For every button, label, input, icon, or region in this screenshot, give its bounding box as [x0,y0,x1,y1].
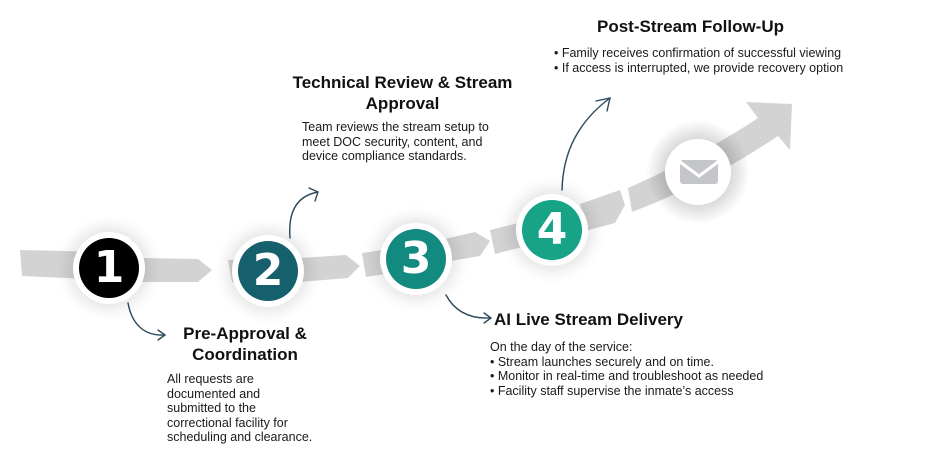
connector-3-arrow [445,294,491,319]
step-2-number: 2 [238,241,298,301]
connector-1-arrow [127,302,165,336]
step-3-title-line: AI Live Stream Delivery [494,310,683,329]
step-2-badge: 2 [232,235,304,307]
step-3-text-line: • Stream launches securely and on time. [490,354,714,369]
step-3-description: On the day of the service: • Stream laun… [490,340,763,398]
step-3-badge: 3 [380,223,452,295]
step-1-title-line: Coordination [192,345,298,364]
step-4-text-line: • Family receives confirmation of succes… [554,46,842,60]
step-2-description: Team reviews the stream setup to meet DO… [302,120,489,164]
step-3-title: AI Live Stream Delivery [494,309,683,330]
connector-2-arrow [289,191,319,239]
step-2-text-line: Team reviews the stream setup to [302,120,489,134]
step-4-description: • Family receives confirmation of succes… [554,46,843,75]
step-1-badge: 1 [73,232,145,304]
step-4-number: 4 [522,200,582,260]
step-4-title-line: Post-Stream Follow-Up [597,17,785,36]
step-3-text-line: • Facility staff supervise the inmate’s … [490,383,734,398]
step-1-title-line: Pre-Approval & [183,324,307,343]
step-3-text-line: On the day of the service: [490,340,633,354]
arrow-segment-8 [580,190,625,231]
step-1-text-line: submitted to the [167,401,256,416]
step-1-text-line: All requests are [167,372,254,386]
step-4-title: Post-Stream Follow-Up [597,16,784,37]
envelope-icon [679,160,719,184]
step-1-description: All requests are documented and submitte… [167,372,312,445]
step-3-number: 3 [386,229,446,289]
step-2-text-line: device compliance standards. [302,149,467,164]
connector-4-head [595,97,611,112]
step-4-badge: 4 [516,194,588,266]
step-2-title-line: Approval [365,94,440,113]
connector-1-head [157,329,167,341]
step-4-text-line: • If access is interrupted, we provide r… [554,60,844,75]
step-2-title-line: Technical Review & Stream [292,73,513,92]
step-1-text-line: scheduling and clearance. [167,430,313,445]
connector-3-head [483,312,493,324]
arrow-segment-2 [140,258,212,282]
step-1-number: 1 [79,238,139,298]
step-3-text-line: • Monitor in real-time and troubleshoot … [490,369,764,384]
step-2-title: Technical Review & Stream Approval [275,72,530,114]
arrow-segment-4 [300,255,360,282]
connector-2-head [308,187,319,202]
arrow-segment-6 [440,232,490,262]
step-1-text-line: correctional facility for [167,415,288,430]
step-1-title: Pre-Approval & Coordination [160,323,330,365]
connector-4-arrow [561,97,611,191]
step-1-text-line: documented and [167,386,261,401]
step-2-text-line: meet DOC security, content, and [302,134,483,149]
